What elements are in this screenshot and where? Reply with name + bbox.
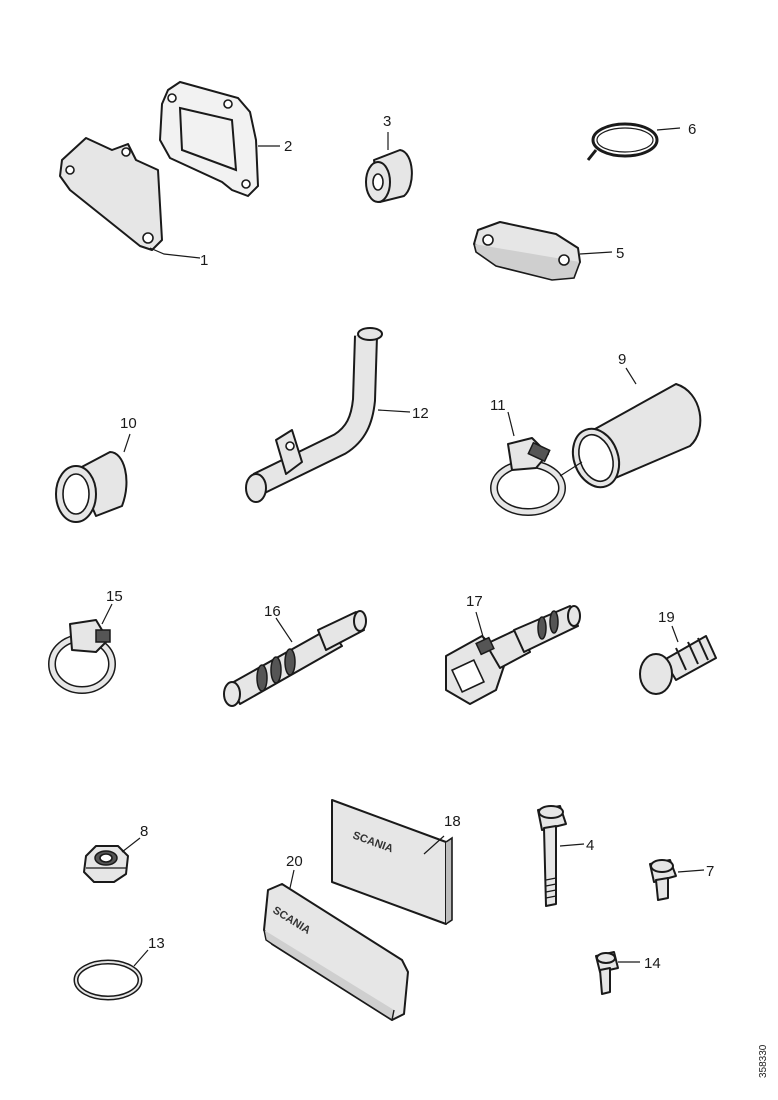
part-16-nipple (223, 610, 367, 707)
part-3-bushing (365, 132, 413, 203)
part-8-nut (83, 837, 141, 883)
part-11-hose-clamp (490, 411, 583, 516)
part-number-17: 17 (466, 593, 483, 610)
part-number-8: 8 (140, 823, 148, 840)
part-14-bolt (595, 951, 640, 995)
part-7-bolt (649, 859, 705, 901)
part-number-3: 3 (383, 113, 391, 130)
part-number-15: 15 (106, 588, 123, 605)
part-18-label-plate: SCANIA (331, 799, 453, 925)
part-19-plug (639, 625, 717, 695)
part-number-13: 13 (148, 935, 165, 952)
part-number-5: 5 (616, 245, 624, 262)
part-20-badge: SCANIA (263, 869, 409, 1022)
part-number-14: 14 (644, 955, 661, 972)
part-9-hose-sleeve (571, 367, 702, 489)
document-reference: 358330 (758, 1044, 769, 1078)
part-15-hose-clamp (48, 603, 116, 694)
part-number-6: 6 (688, 121, 696, 138)
part-number-18: 18 (444, 813, 461, 830)
part-number-7: 7 (706, 863, 714, 880)
part-5-blanking-plate (473, 221, 613, 281)
part-1-cover-plate (59, 137, 201, 259)
part-number-20: 20 (286, 853, 303, 870)
part-10-hose-connector (55, 433, 131, 523)
part-17-quick-connector (445, 605, 581, 705)
part-2-gasket (158, 80, 280, 198)
part-number-19: 19 (658, 609, 675, 626)
part-number-16: 16 (264, 603, 281, 620)
part-number-10: 10 (120, 415, 137, 432)
part-number-2: 2 (284, 138, 292, 155)
part-number-9: 9 (618, 351, 626, 368)
part-12-bent-pipe (245, 327, 411, 503)
part-number-4: 4 (586, 837, 594, 854)
part-4-bolt (537, 805, 585, 907)
part-6-ring-clip (586, 122, 681, 161)
part-number-11: 11 (490, 397, 506, 414)
part-number-1: 1 (200, 252, 208, 269)
part-number-12: 12 (412, 405, 429, 422)
part-13-washer (73, 949, 149, 1001)
